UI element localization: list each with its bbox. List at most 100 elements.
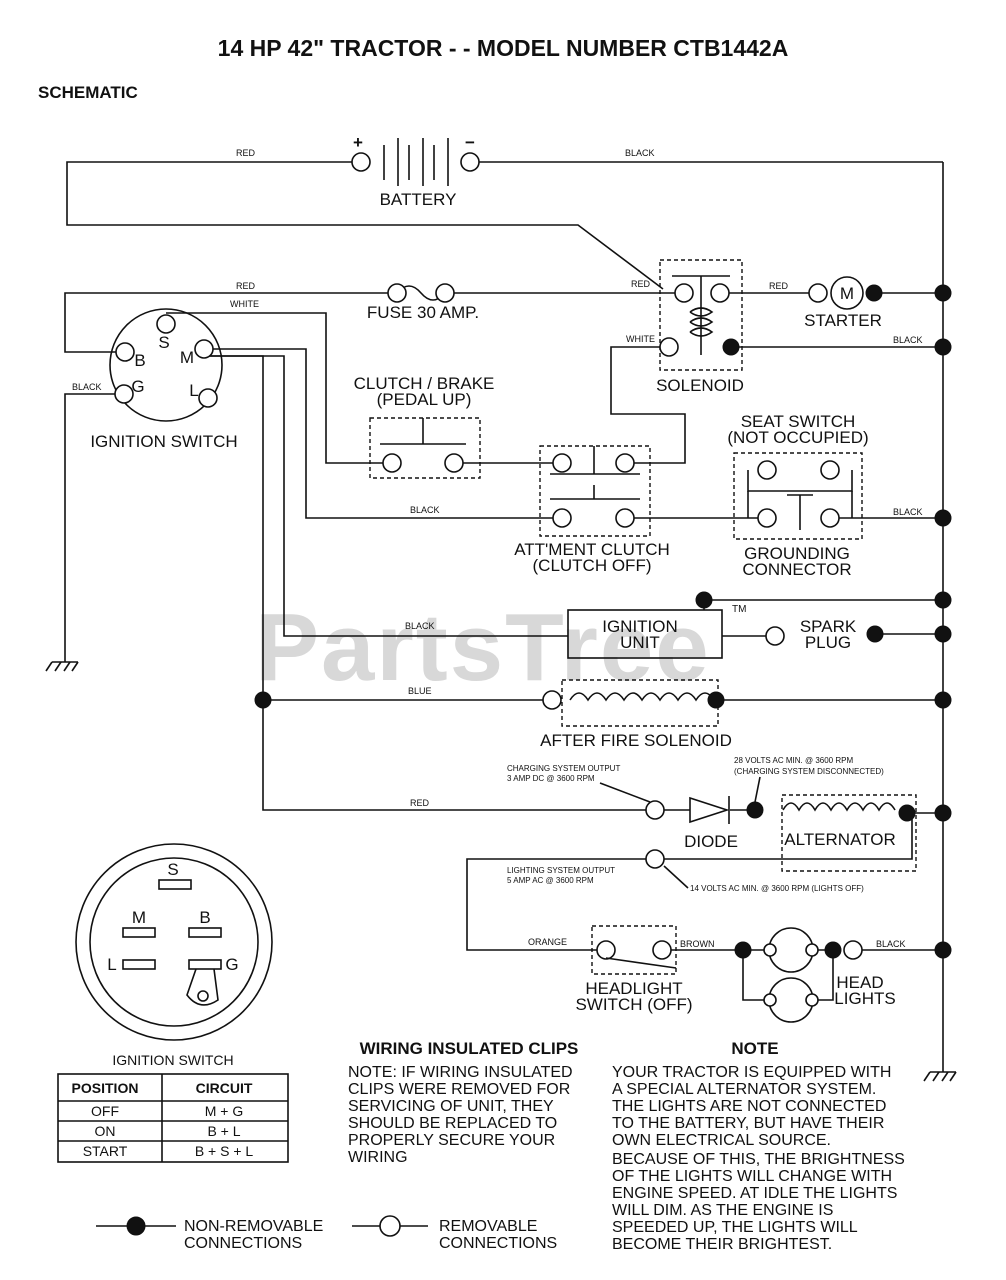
wire-labels: RED BLACK RED RED RED WHITE WHITE BLACK … [72,148,923,949]
ignition-unit-sublabel: UNIT [620,633,660,652]
table-cell: START [83,1143,128,1159]
volts14-note: 14 VOLTS AC MIN. @ 3600 RPM (LIGHTS OFF) [690,884,864,893]
table-caption: IGNITION SWITCH [112,1052,233,1068]
table-cell: B + L [207,1123,240,1139]
ignition-unit: IGNITION UNIT [567,591,723,659]
wire-label-red: RED [236,281,256,291]
battery-plus: + [353,133,363,152]
headlight-switch: HEADLIGHT SWITCH (OFF) [575,925,693,1014]
terminal-b: B [134,351,145,370]
headlight-switch-sublabel: SWITCH (OFF) [575,995,692,1014]
charging-output-note: CHARGING SYSTEM OUTPUT [507,764,620,773]
wire-label-red: RED [410,798,430,808]
alternator-note: NOTE YOUR TRACTOR IS EQUIPPED WITH A SPE… [612,1039,905,1253]
clips-line: WIRING [348,1149,408,1166]
face-terminal-m: M [132,908,146,927]
terminal-g: G [131,377,144,396]
terminal-m: M [180,348,194,367]
head-lights-label: HEAD [836,973,883,992]
note-line: SPEEDED UP, THE LIGHTS WILL [612,1219,858,1236]
wire-label-black: BLACK [876,939,906,949]
note-heading: NOTE [731,1039,778,1058]
solenoid-label: SOLENOID [656,376,744,395]
note-line: TO THE BATTERY, BUT HAVE THEIR [612,1115,884,1132]
charging-output-value: 3 AMP DC @ 3600 RPM [507,774,595,783]
grounding-connector-sublabel: CONNECTOR [742,560,851,579]
note-line: THE LIGHTS ARE NOT CONNECTED [612,1098,886,1115]
note-line: BECOME THEIR BRIGHTEST. [612,1236,832,1253]
table-cell: M + G [205,1103,244,1119]
table-cell: B + S + L [195,1143,254,1159]
note-line: BECAUSE OF THIS, THE BRIGHTNESS [612,1151,905,1168]
legend-non-removable-sub: CONNECTIONS [184,1235,302,1252]
clips-line: CLIPS WERE REMOVED FOR [348,1081,570,1098]
clutch-brake-label: CLUTCH / BRAKE [354,374,495,393]
clips-line: SHOULD BE REPLACED TO [348,1115,557,1132]
face-terminal-b: B [199,908,210,927]
headlight-switch-label: HEADLIGHT [585,979,682,998]
junction-dots [254,284,952,959]
starter-label: STARTER [804,311,882,330]
annotations: CHARGING SYSTEM OUTPUT 3 AMP DC @ 3600 R… [507,756,884,893]
terminal-l: L [189,381,198,400]
legend-removable: REMOVABLE [439,1218,537,1235]
ignition-switch-label: IGNITION SWITCH [90,432,237,451]
volts28-note-sub: (CHARGING SYSTEM DISCONNECTED) [734,767,884,776]
after-fire-solenoid: AFTER FIRE SOLENOID [540,679,732,750]
table-header-position: POSITION [72,1080,139,1096]
battery: + − BATTERY [351,133,480,209]
head-lights-sublabel: LIGHTS [834,989,895,1008]
note-line: A SPECIAL ALTERNATOR SYSTEM. [612,1081,876,1098]
watermark: PartsTree [255,594,711,701]
ignition-table: IGNITION SWITCH POSITION CIRCUIT OFF M +… [57,1052,289,1163]
legend-non-removable: NON-REMOVABLE [184,1218,323,1235]
clips-note: WIRING INSULATED CLIPS NOTE: IF WIRING I… [348,1039,578,1166]
note-line: OF THE LIGHTS WILL CHANGE WITH [612,1168,892,1185]
lighting-output-value: 5 AMP AC @ 3600 RPM [507,876,594,885]
spark-plug-label: SPARK [800,617,857,636]
note-line: WILL DIM. AS THE ENGINE IS [612,1202,833,1219]
motor-symbol: M [840,284,854,303]
wire-label-blue: BLUE [408,686,432,696]
legend-removable-sub: CONNECTIONS [439,1235,557,1252]
wire-label-black: BLACK [72,382,102,392]
after-fire-label: AFTER FIRE SOLENOID [540,731,732,750]
clips-line: SERVICING OF UNIT, THEY [348,1098,554,1115]
attachment-clutch-sublabel: (CLUTCH OFF) [533,556,652,575]
fuse-label: FUSE 30 AMP. [367,303,479,322]
seat-switch-sublabel: (NOT OCCUPIED) [727,428,868,447]
volts28-note: 28 VOLTS AC MIN. @ 3600 RPM [734,756,853,765]
wire-label-black: BLACK [893,507,923,517]
wire-label-black: BLACK [893,335,923,345]
starter-motor: M STARTER [804,276,883,330]
page-title: 14 HP 42" TRACTOR - - MODEL NUMBER CTB14… [218,35,789,61]
spark-plug: SPARK PLUG [765,617,884,652]
table-cell: OFF [91,1103,119,1119]
table-cell: ON [95,1123,116,1139]
wire-label-black: BLACK [625,148,655,158]
face-terminal-s: S [167,860,178,879]
terminal-s: S [158,333,169,352]
battery-label: BATTERY [380,190,457,209]
grounding-connector-label: GROUNDING [744,544,850,563]
alternator-label: ALTERNATOR [784,830,895,849]
battery-minus: − [465,133,475,152]
spark-plug-sublabel: PLUG [805,633,851,652]
wire-label-red: RED [769,281,789,291]
clips-line: PROPERLY SECURE YOUR [348,1132,555,1149]
ignition-switch: S B M G L IGNITION SWITCH [90,308,238,451]
ignition-unit-label: IGNITION [602,617,678,636]
attachment-clutch-label: ATT'MENT CLUTCH [514,540,670,559]
lighting-output-note: LIGHTING SYSTEM OUTPUT [507,866,615,875]
wire-label-white: WHITE [626,334,655,344]
note-line: YOUR TRACTOR IS EQUIPPED WITH [612,1064,891,1081]
wire-label-black: BLACK [410,505,440,515]
table-header-circuit: CIRCUIT [196,1080,253,1096]
face-terminal-g: G [225,955,238,974]
trademark: TM [732,604,746,615]
note-line: ENGINE SPEED. AT IDLE THE LIGHTS [612,1185,897,1202]
legend: NON-REMOVABLE CONNECTIONS REMOVABLE CONN… [96,1215,557,1252]
ignition-switch-face: S M B L G [75,843,273,1041]
clutch-brake-switch: CLUTCH / BRAKE (PEDAL UP) [354,374,495,479]
